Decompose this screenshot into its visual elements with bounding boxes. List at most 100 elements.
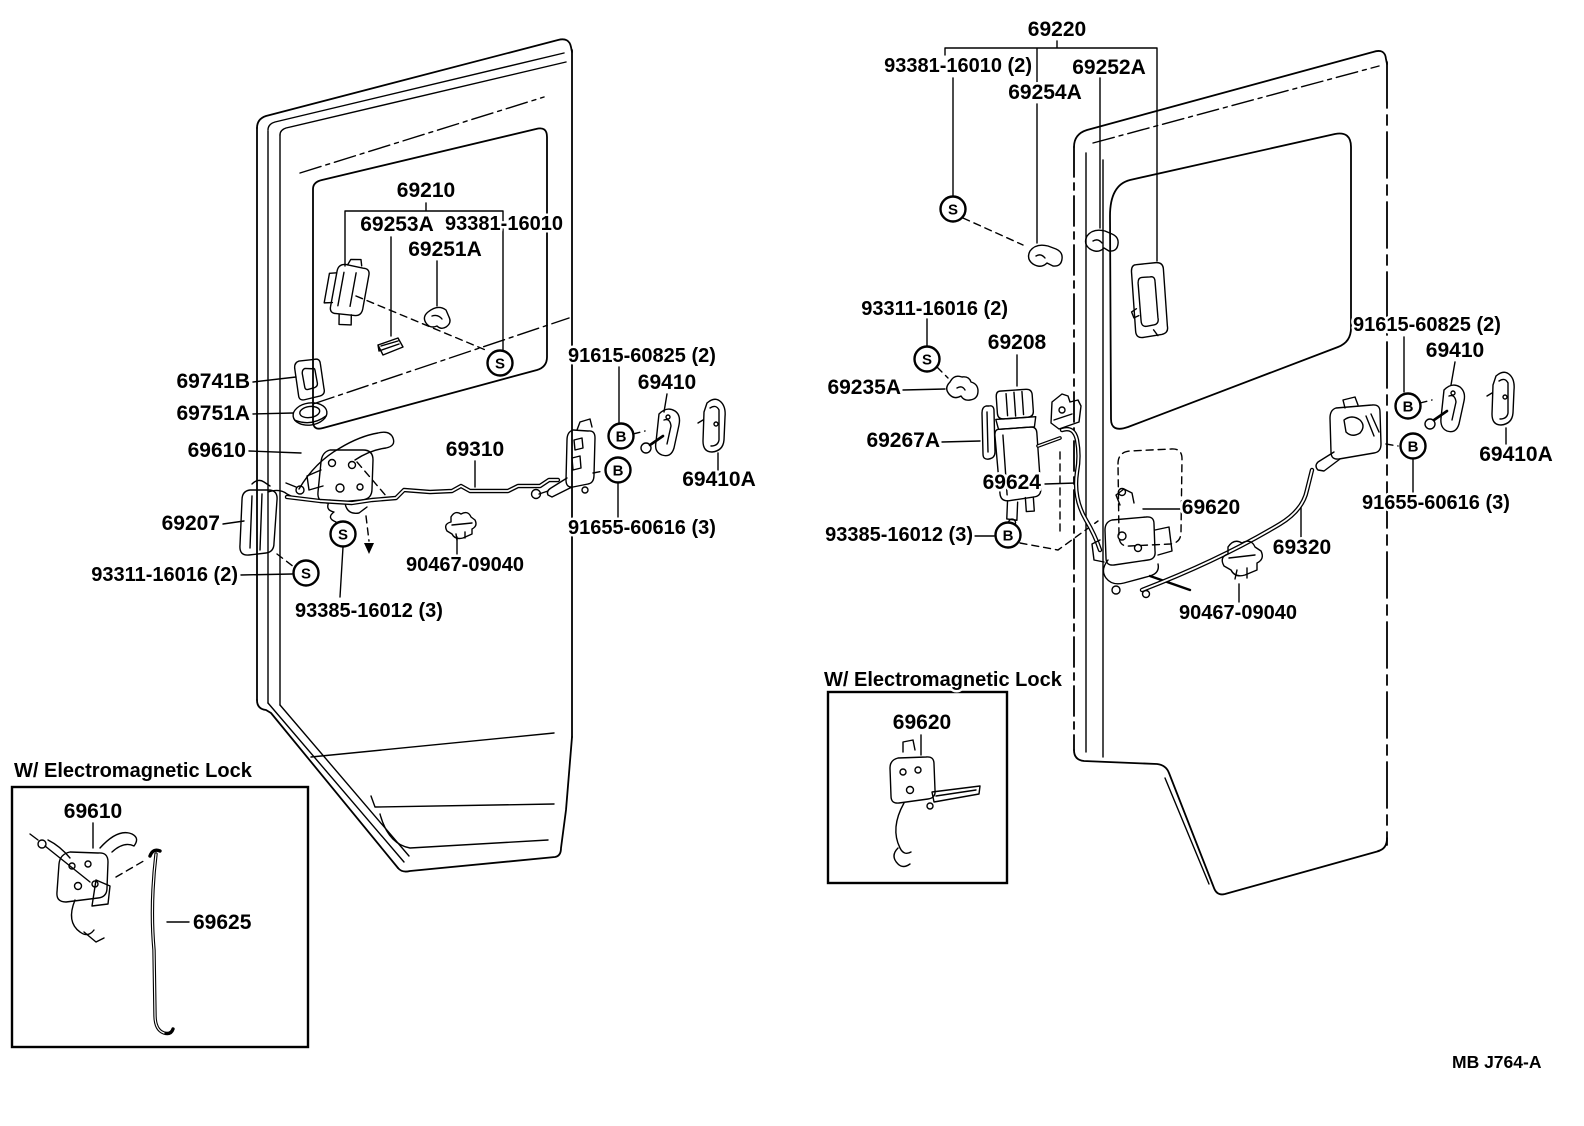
callout-circle-B-3: B xyxy=(607,422,635,450)
part-69220-handle-bezel xyxy=(1130,261,1169,339)
part-69751A-bumper xyxy=(292,402,328,426)
leader-69410-right xyxy=(1450,361,1456,386)
callout-circle-S-5: S xyxy=(939,195,967,223)
left-door-belt-line xyxy=(312,317,570,405)
label-69235A: 69235A xyxy=(827,376,901,399)
leader-lines xyxy=(92,40,1507,923)
part-90467-clip-right xyxy=(1221,540,1264,580)
callout-circle-outline xyxy=(1394,392,1422,420)
part-69267A-pad xyxy=(981,405,996,460)
leader-69235A xyxy=(902,388,946,391)
label-93385-16012-right: 93385-16012 (3) xyxy=(825,524,973,546)
leader-69624 xyxy=(1044,482,1077,485)
dash-inset-left xyxy=(115,858,148,878)
right-door-hidden-line-top xyxy=(1092,65,1380,144)
label-69620-main: 69620 xyxy=(1182,496,1240,519)
callout-circle-outline xyxy=(607,422,635,450)
bracket-69220 xyxy=(944,40,1158,262)
inset-right-em-lock xyxy=(826,690,1009,885)
part-69410-check-right xyxy=(1424,384,1466,433)
left-door-top-edge xyxy=(256,38,573,129)
dash-arrowhead xyxy=(364,543,374,554)
label-title-em-right: W/ Electromagnetic Lock xyxy=(824,669,1063,691)
left-door-notch-3 xyxy=(279,704,410,857)
callout-letter: B xyxy=(1003,528,1014,545)
label-69254A: 69254A xyxy=(1008,81,1082,104)
label-90467-09040-right: 90467-09040 xyxy=(1179,602,1297,624)
part-69410-check-left xyxy=(640,408,681,457)
left-door-panel-curve xyxy=(379,813,549,849)
label-91615-60825-left: 91615-60825 (2) xyxy=(568,345,716,367)
leader-69610 xyxy=(248,450,302,454)
label-69320: 69320 xyxy=(1273,536,1331,559)
label-69625: 69625 xyxy=(193,911,252,934)
label-69252A: 69252A xyxy=(1072,56,1146,79)
dash-to-screw-S1 xyxy=(355,295,489,352)
leader-93311-left xyxy=(240,573,293,576)
leader-69410-left xyxy=(663,393,668,413)
part-69207-handle xyxy=(239,479,294,556)
callout-circle-outline xyxy=(994,521,1022,549)
callout-circle-outline xyxy=(913,345,941,373)
left-door-top-edge-inner xyxy=(267,52,565,131)
label-69410-right: 69410 xyxy=(1426,339,1484,362)
part-69320-rod xyxy=(1139,467,1315,593)
callout-circle-outline xyxy=(604,456,632,484)
callout-circle-S-0: S xyxy=(486,349,514,377)
part-69624-cable xyxy=(1059,426,1103,553)
part-69410A-cover-left xyxy=(697,398,726,453)
inset-left-em-lock xyxy=(10,785,310,1049)
right-door-top-edge xyxy=(1073,50,1388,148)
callout-letter: S xyxy=(922,352,932,369)
callout-letter: B xyxy=(1408,439,1419,456)
label-69220: 69220 xyxy=(1028,18,1086,41)
right-door-panel xyxy=(1059,50,1388,896)
left-door-parts xyxy=(239,258,726,556)
label-69610-inset: 69610 xyxy=(64,800,122,823)
right-door-parts xyxy=(946,229,1515,599)
label-69251A: 69251A xyxy=(408,238,482,261)
part-69208-rod-core xyxy=(1037,437,1061,447)
label-90467-09040-left: 90467-09040 xyxy=(406,554,524,576)
right-door-notch-2 xyxy=(1164,777,1210,885)
label-69410-left: 69410 xyxy=(638,371,696,394)
left-door-window xyxy=(312,127,548,430)
part-69310-rod-core xyxy=(286,479,559,504)
part-69625-rod-core xyxy=(151,853,165,1034)
part-lock-right xyxy=(1315,396,1382,472)
left-door-panel xyxy=(256,38,573,873)
callout-circle-B-9: B xyxy=(1399,432,1427,460)
left-door-notch xyxy=(256,699,399,869)
part-90467-clip-left xyxy=(444,511,477,541)
part-edge-bracket-right xyxy=(1050,393,1082,430)
label-69210: 69210 xyxy=(397,179,455,202)
callout-letter: S xyxy=(495,356,505,373)
leader-93385-left xyxy=(339,546,344,598)
left-door-notch-2 xyxy=(267,702,405,863)
part-69741B-plate xyxy=(293,358,326,401)
callout-letter: B xyxy=(616,429,627,446)
callout-letter: S xyxy=(301,566,311,583)
part-69320-rod-core xyxy=(1141,469,1313,591)
callout-circle-outline xyxy=(1399,432,1427,460)
label-93381-16010: 93381-16010 xyxy=(445,213,563,235)
callout-circle-outline xyxy=(486,349,514,377)
label-69624: 69624 xyxy=(983,471,1042,494)
bracket-69210 xyxy=(344,202,504,351)
callout-circle-B-4: B xyxy=(604,456,632,484)
part-69624-cable-core xyxy=(1061,428,1101,551)
label-69267A: 69267A xyxy=(866,429,940,452)
label-69741B: 69741B xyxy=(176,370,250,393)
dash-B4 xyxy=(1419,399,1433,404)
part-69253A-lock-cylinder xyxy=(323,258,370,326)
part-69252A-clip xyxy=(1084,229,1119,252)
callout-circle-outline xyxy=(329,520,357,548)
dash-B1 xyxy=(632,430,646,435)
callout-circle-S-1: S xyxy=(329,520,357,548)
part-69610-latch xyxy=(285,431,395,523)
dash-B5 xyxy=(1385,443,1399,447)
right-door-inner-panel-hole xyxy=(1117,448,1183,547)
